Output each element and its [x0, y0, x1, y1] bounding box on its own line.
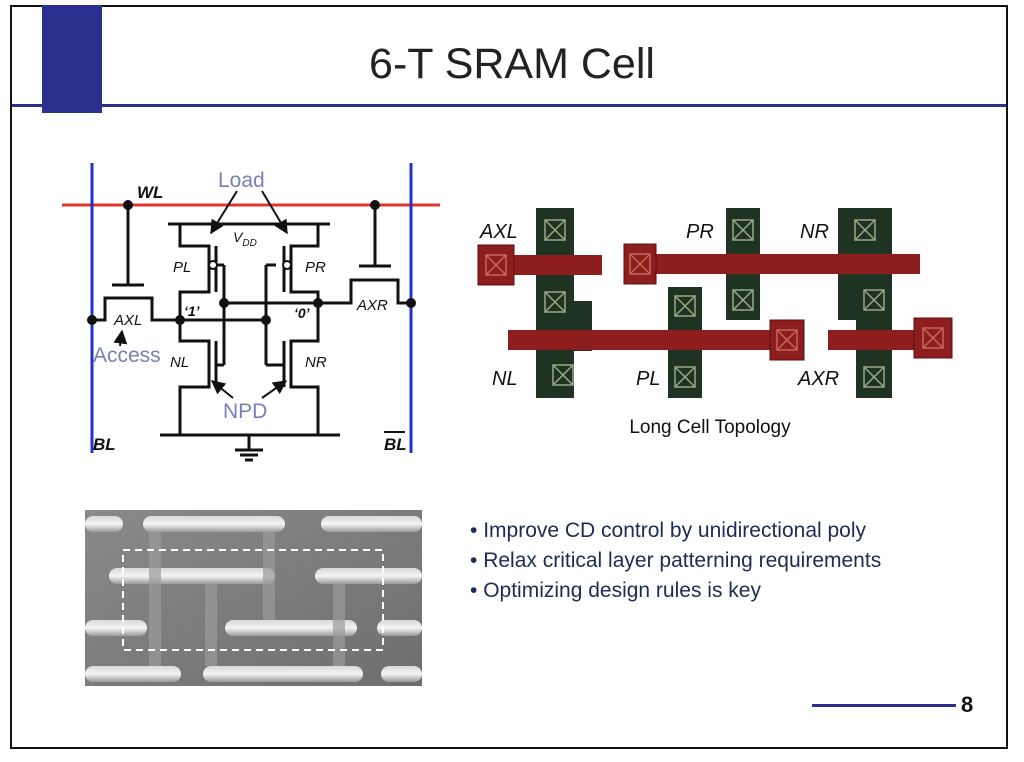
- schematic-wires: [92, 205, 411, 462]
- junction-dots: [87, 200, 416, 325]
- layout-label-pl: PL: [636, 368, 660, 390]
- bl-label: BL: [93, 435, 116, 454]
- node-zero-label: ‘0’: [294, 305, 311, 321]
- layout-label-axl: AXL: [479, 221, 518, 243]
- pr-label: PR: [305, 259, 326, 276]
- bullet-item: Relax critical layer patterning requirem…: [470, 546, 881, 576]
- contacts: [544, 219, 885, 388]
- wl-label: WL: [137, 183, 163, 202]
- layout-label-axr: AXR: [797, 368, 839, 390]
- layout-caption: Long Cell Topology: [629, 417, 791, 438]
- blbar-label: BL: [384, 435, 407, 454]
- vdd-label: VDD: [233, 229, 257, 249]
- pl-label: PL: [173, 259, 191, 276]
- poly-contact-pads: [477, 243, 953, 361]
- layout-label-pr: PR: [686, 221, 714, 243]
- slide-title: 6-T SRAM Cell: [369, 40, 655, 88]
- access-label: Access: [93, 344, 161, 367]
- slide-frame: [10, 5, 1008, 749]
- bullet-item: Optimizing design rules is key: [470, 576, 881, 606]
- active-lines-sem: [149, 532, 345, 666]
- title-underline: [12, 104, 1006, 107]
- axl-label: AXL: [113, 312, 142, 329]
- node-one-label: ‘1’: [184, 303, 201, 319]
- sem-micrograph: [85, 510, 422, 686]
- poly-lines: [478, 254, 952, 350]
- npd-label: NPD: [223, 400, 267, 423]
- title-accent-block: [42, 5, 102, 113]
- bullet-list: Improve CD control by unidirectional pol…: [470, 516, 881, 606]
- layout-label-nl: NL: [492, 368, 518, 390]
- footer-rule: [812, 704, 956, 707]
- axr-label: AXR: [356, 297, 388, 314]
- pr-gate-bubble: [282, 260, 292, 270]
- nr-label: NR: [305, 354, 327, 371]
- poly-contacts: [485, 253, 944, 351]
- load-label: Load: [218, 169, 265, 192]
- annotation-arrows: [113, 190, 288, 399]
- layout-label-nr: NR: [800, 221, 829, 243]
- pl-gate-bubble: [208, 260, 218, 270]
- bullet-item: Improve CD control by unidirectional pol…: [470, 516, 881, 546]
- nl-label: NL: [170, 354, 189, 371]
- page-number: 8: [961, 692, 974, 717]
